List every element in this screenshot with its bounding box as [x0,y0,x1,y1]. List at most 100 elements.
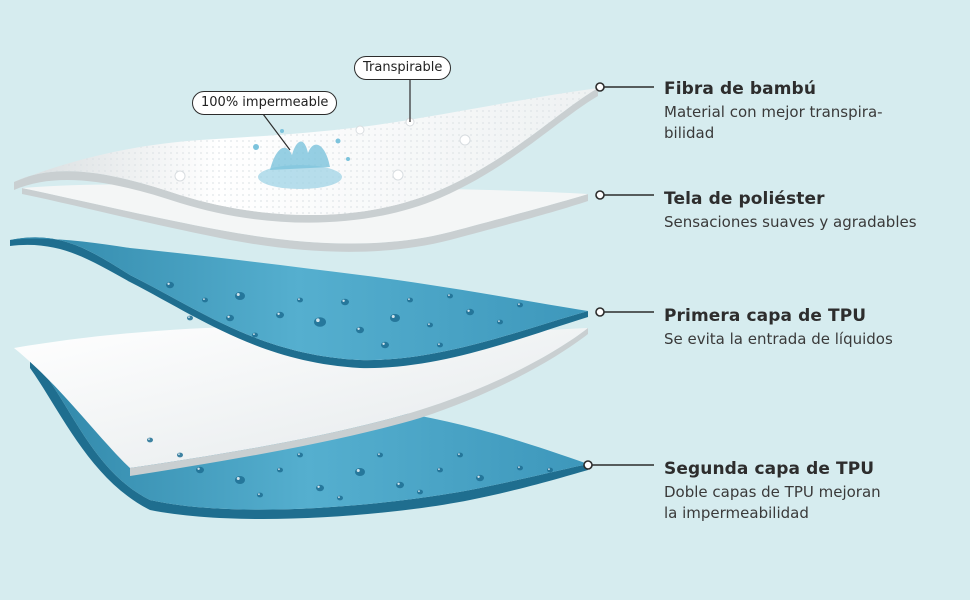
connector-2 [595,190,654,200]
layer-title: Segunda capa de TPU [664,459,875,479]
water-droplet [226,314,234,322]
water-droplet [437,467,443,473]
water-droplet [381,341,389,349]
droplet-highlight [298,453,300,455]
droplet-highlight [148,438,150,440]
water-droplet [447,293,453,299]
droplet-highlight [317,485,320,488]
droplet-highlight [397,482,400,485]
droplet-highlight [408,298,410,300]
droplet-highlight [428,323,430,325]
water-splash [253,129,350,189]
water-droplet [377,452,383,458]
droplet-highlight [467,309,470,312]
water-droplets [147,281,553,501]
droplet-highlight [203,298,205,300]
water-droplet [356,326,364,334]
bamboo-layer [14,88,598,223]
droplet-highlight [338,496,340,498]
water-droplet [257,492,263,498]
layer-label-polyester: Tela de poliéster Sensaciones suaves y a… [664,188,964,233]
water-droplet [314,317,326,327]
water-droplet [427,322,433,328]
water-droplet [390,314,400,322]
water-droplet [235,476,245,484]
droplet-highlight [316,318,320,323]
water-droplet [517,465,523,471]
layer-label-tpu-1: Primera capa de TPU Se evita la entrada … [664,305,964,350]
water-droplet [476,474,484,482]
water-droplet [187,315,193,321]
layer-description: Material con mejor transpira- bilidad [664,103,883,142]
droplet-highlight [378,453,380,455]
droplet-highlight [418,490,420,492]
water-droplet [517,302,523,308]
water-droplet [277,467,283,473]
connector-3 [595,307,654,317]
water-droplet [417,489,423,495]
droplet-highlight [178,453,180,455]
water-droplet [337,495,343,501]
layer-description: Sensaciones suaves y agradables [664,213,917,231]
water-droplet [466,308,474,316]
droplet-highlight [197,467,200,470]
droplet-highlight [253,333,255,335]
layer-title: Fibra de bambú [664,79,817,99]
water-droplet [547,467,553,473]
droplet-highlight [342,299,345,302]
water-droplet [437,342,443,348]
water-droplet [276,311,284,319]
water-droplet [355,468,365,476]
water-droplet [196,466,204,474]
droplet-highlight [382,342,385,345]
droplet-highlight [438,343,440,345]
water-droplet [166,281,174,289]
layer-label-bamboo: Fibra de bambú Material con mejor transp… [664,78,964,144]
droplet-highlight [458,453,460,455]
breathable-callout: Transpirable [354,56,452,80]
water-droplet [252,332,258,338]
layer-description: Doble capas de TPU mejoran la impermeabi… [664,483,881,522]
white-layer-lower [14,326,588,476]
droplet-highlight [518,303,520,305]
droplet-highlight [498,320,500,322]
water-droplet [147,437,153,443]
water-droplet [235,292,245,300]
droplet-highlight [227,315,230,318]
connector-4 [583,460,654,470]
droplet-highlight [477,475,480,478]
water-droplet [177,452,183,458]
callout-line-waterproof [262,113,291,151]
water-droplet [202,297,208,303]
water-droplet [457,452,463,458]
water-droplet [497,319,503,325]
droplet-highlight [548,468,550,470]
droplet-highlight [438,468,440,470]
water-droplet [396,481,404,489]
droplet-highlight [236,477,240,480]
droplet-highlight [167,282,170,285]
layer-label-tpu-2: Segunda capa de TPU Doble capas de TPU m… [664,458,964,524]
droplet-highlight [278,468,280,470]
layer-title: Primera capa de TPU [664,306,867,326]
droplet-highlight [448,294,450,296]
water-droplet [407,297,413,303]
water-droplet [316,484,324,492]
droplet-highlight [277,312,280,315]
droplet-highlight [188,316,190,318]
droplet-highlight [391,315,395,318]
water-droplet [297,452,303,458]
droplet-highlight [236,293,240,296]
connector-1 [595,82,654,92]
layer-description: Se evita la entrada de líquidos [664,330,893,348]
droplet-highlight [298,298,300,300]
droplet-highlight [357,327,360,330]
droplet-highlight [356,469,360,472]
droplet-highlight [258,493,260,495]
droplet-highlight [518,466,520,468]
water-droplet [297,297,303,303]
waterproof-callout: 100% impermeable [192,91,338,115]
water-droplet [341,298,349,306]
layer-title: Tela de poliéster [664,189,825,209]
